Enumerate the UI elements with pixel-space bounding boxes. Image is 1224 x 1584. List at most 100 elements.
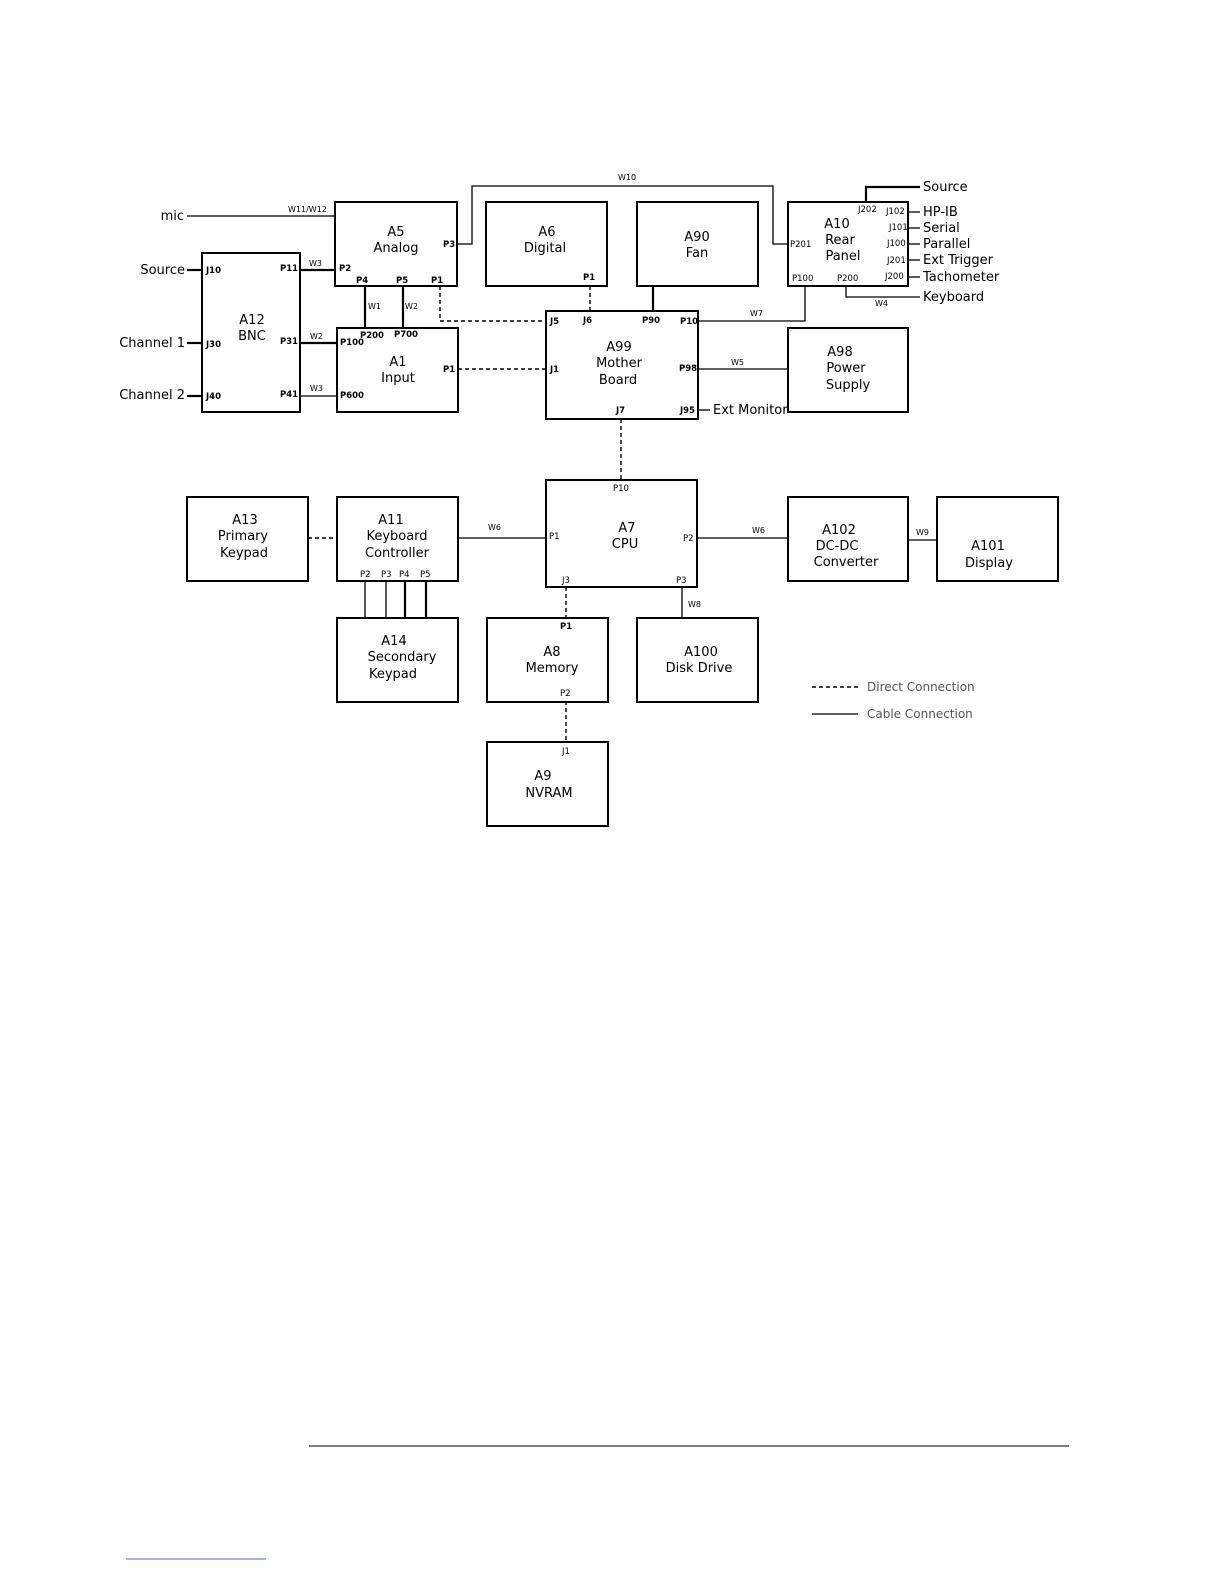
module-name-line-2: Controller [365, 546, 430, 561]
port-label: P41 [280, 390, 298, 400]
port-label: J95 [679, 406, 695, 416]
port-label: P2 [339, 264, 351, 274]
port-label: P100 [792, 274, 813, 284]
port-label: P4 [399, 570, 410, 580]
port-label: P200 [360, 331, 384, 341]
port-label: J10 [205, 266, 221, 276]
cable-label: W11/W12 [288, 205, 327, 214]
port-label: J101 [888, 223, 908, 233]
cable-label: W9 [916, 528, 929, 537]
source-right-label: Source [923, 180, 968, 195]
modules: A5 Analog A6 Digital A90 Fan A10 Rear Pa… [186, 201, 1059, 827]
port-label: P10 [613, 484, 629, 494]
port-label: J5 [549, 317, 559, 327]
module-id: A12 [239, 313, 264, 328]
module-name-line-1: Rear [825, 233, 855, 248]
module-id: A9 [534, 769, 551, 784]
cable-label: W3 [310, 384, 323, 393]
module-a13-primary-keypad: A13 Primary Keypad [186, 496, 309, 582]
legend: Direct Connection Cable Connection [812, 680, 975, 721]
module-a1-input: A1 Input [336, 327, 459, 413]
port-label: P1 [549, 532, 560, 542]
module-a6-digital: A6 Digital [485, 201, 608, 287]
module-id: A101 [971, 539, 1005, 554]
cable-label: W8 [688, 600, 701, 609]
channel1-label: Channel 1 [119, 336, 185, 351]
module-name-line-1: Secondary [368, 650, 437, 665]
mic-label: mic [161, 209, 184, 224]
module-name-line-2: Panel [825, 249, 860, 264]
source-right-line [864, 185, 920, 203]
module-name: Digital [524, 241, 566, 256]
module-id: A102 [822, 523, 856, 538]
module-name-line-2: Keypad [369, 667, 417, 682]
port-label: J201 [886, 256, 906, 266]
module-id: A100 [684, 645, 718, 660]
port-label: P2 [560, 689, 571, 699]
cable-label: W6 [488, 523, 501, 532]
port-labels: J10 J30 J40 P11 P31 P41 P2 P3 P4 P5 P1 P… [205, 205, 908, 757]
parallel-label: Parallel [923, 237, 970, 252]
port-label: J1 [561, 747, 570, 757]
module-name: BNC [238, 329, 266, 344]
port-label: P600 [340, 391, 364, 401]
legend-direct-label: Direct Connection [867, 680, 975, 694]
cable-label: W5 [731, 358, 744, 367]
module-name: Input [381, 371, 415, 386]
legend-cable-label: Cable Connection [867, 707, 973, 721]
module-a7-cpu: A7 CPU [545, 479, 698, 588]
hpib-label: HP-IB [923, 205, 958, 220]
module-id: A98 [827, 345, 852, 360]
module-name: CPU [612, 537, 638, 552]
module-name: Fan [686, 246, 709, 261]
module-name-line-1: Primary [218, 529, 269, 544]
module-id: A1 [389, 355, 406, 370]
port-label: P3 [676, 576, 687, 586]
module-name: Analog [374, 241, 419, 256]
module-name-line-1: Keyboard [366, 529, 427, 544]
module-id: A13 [232, 513, 257, 528]
cable-label: W10 [618, 173, 636, 182]
cable-label: W1 [368, 302, 381, 311]
port-label: P90 [642, 316, 660, 326]
module-a8-memory: A8 Memory [486, 617, 609, 703]
module-id: A10 [824, 217, 849, 232]
port-label: J102 [885, 207, 905, 217]
port-label: J7 [615, 406, 625, 416]
module-id: A8 [543, 645, 560, 660]
source-left-label: Source [140, 263, 185, 278]
module-name-line-2: Converter [814, 555, 879, 570]
port-label: P31 [280, 337, 298, 347]
a5-a99-direct [439, 286, 546, 322]
module-a10-rear-panel: A10 Rear Panel [787, 201, 909, 287]
module-name-line-2: Keypad [220, 546, 268, 561]
port-label: P200 [837, 274, 858, 284]
port-label: P1 [583, 273, 595, 283]
module-a11-keyboard-controller: A11 Keyboard Controller [336, 496, 459, 582]
port-label: J30 [205, 340, 221, 350]
port-label: P11 [280, 264, 298, 274]
port-label: P100 [340, 338, 364, 348]
port-label: P1 [431, 276, 443, 286]
cable-label: W3 [309, 259, 322, 268]
channel2-label: Channel 2 [119, 388, 185, 403]
ext-monitor-label: Ext Monitor [713, 403, 788, 418]
module-name-line-1: DC-DC [816, 539, 859, 554]
port-label: P98 [679, 364, 697, 374]
port-label: J6 [582, 316, 592, 326]
tachometer-label: Tachometer [922, 270, 1000, 285]
port-label: P3 [443, 240, 455, 250]
module-a12-bnc: A12 BNC [201, 252, 301, 413]
port-label: J3 [561, 576, 570, 586]
port-label: J40 [205, 392, 221, 402]
module-name-line-2: Board [599, 373, 637, 388]
connections [187, 185, 937, 742]
port-label: P700 [394, 330, 418, 340]
port-label: P4 [356, 276, 368, 286]
module-id: A99 [606, 340, 631, 355]
port-label: P3 [381, 570, 392, 580]
w7-line [698, 286, 806, 322]
port-label: P1 [443, 365, 455, 375]
port-label: P2 [683, 534, 694, 544]
